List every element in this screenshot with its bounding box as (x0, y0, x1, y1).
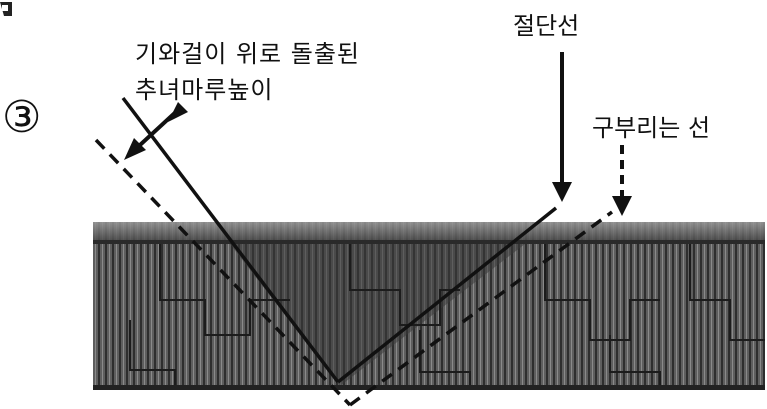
step-number-label: ③ (2, 92, 42, 143)
cut-line-label: 절단선 (513, 12, 580, 40)
bend-line-arrow (612, 145, 632, 216)
cut-line-arrow (552, 52, 572, 202)
bend-line-label: 구부리는 선 (592, 114, 711, 142)
ridge-height-label: 기와걸이 위로 돌출된 추녀마루높이 (135, 36, 360, 108)
bend-lines (94, 138, 614, 407)
ridge-height-arrow (124, 102, 188, 160)
corner-icon (0, 2, 12, 16)
cut-lines (121, 96, 558, 384)
roof-tile-panel (93, 222, 765, 390)
ridge-height-label-line2: 추녀마루높이 (135, 76, 274, 104)
ridge-height-label-line1: 기와걸이 위로 돌출된 (135, 40, 360, 68)
